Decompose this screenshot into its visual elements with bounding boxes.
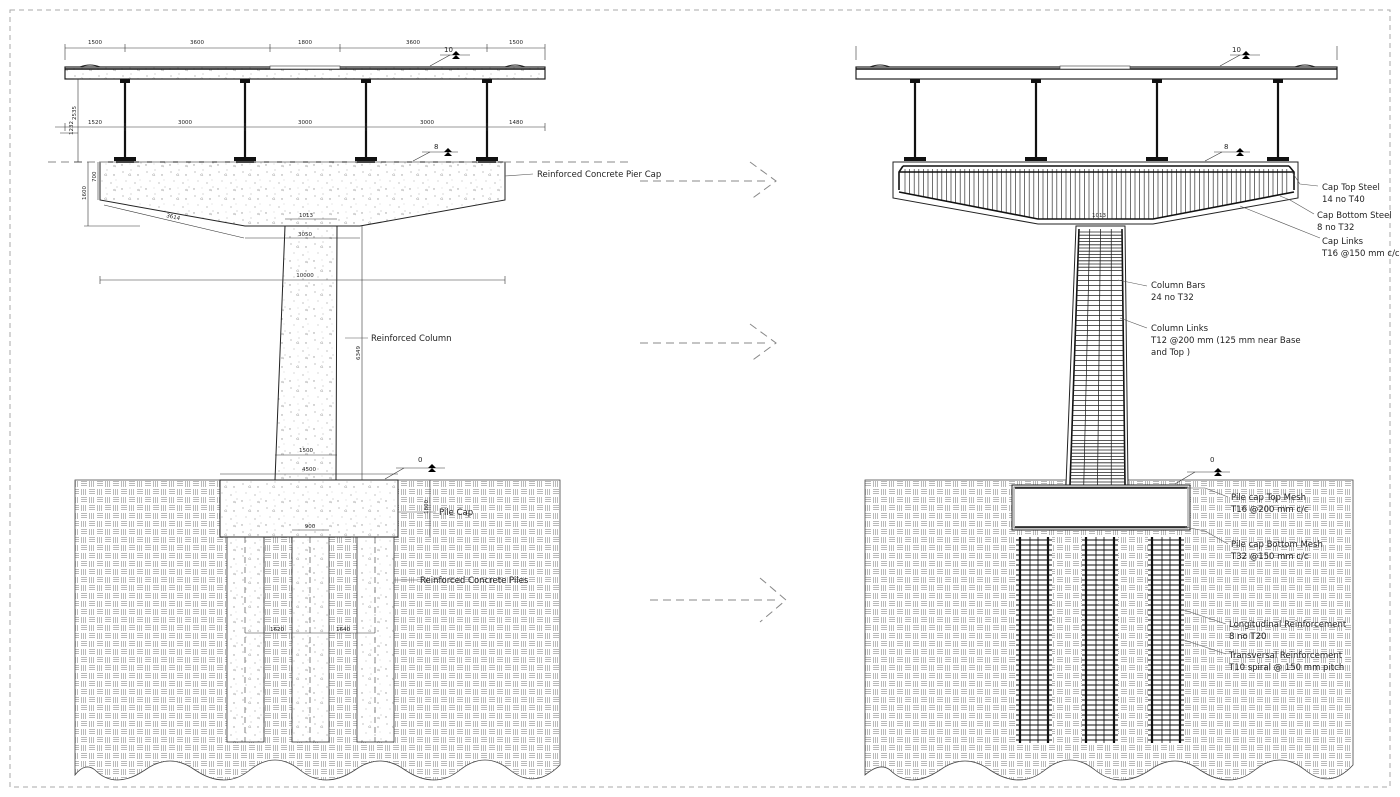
girders [114,79,498,163]
girder-dim-5: 1480 [509,120,523,126]
cap-top-steel-spec: 14 no T40 [1322,195,1365,205]
pile-cap-top-mesh-spec: T16 @200 mm c/c [1230,505,1309,515]
column-label: Reinforced Column [371,334,452,344]
arrow-piles [650,577,787,623]
pile-cap-top-mesh-title: Pile cap Top Mesh [1231,493,1306,503]
col-base-dim: 1500 [299,448,313,454]
pile-cap-level-marker-right: 0 [1174,456,1230,485]
cap-links [904,169,1288,219]
pile-spacing-dim-2: 1640 [336,627,350,633]
deck-dim-4: 3600 [406,40,420,46]
col-height-dim: 6349 [356,346,362,360]
left-elevation: 1500 3600 1800 3600 1500 10 1520 3000 30… [48,40,661,781]
column [274,225,338,481]
arrow-cap [640,161,777,201]
right-reinforcement: 10 8 0 1013 Cap Top Steel 14 no T40 Cap … [855,46,1400,781]
girder-dim-1: 1520 [88,120,102,126]
col-top-width-dim: 1013 [299,213,313,219]
column-bars [1069,228,1126,486]
column-links-note: and Top ) [1151,348,1190,358]
annotation-column-links: Column Links T12 @200 mm (125 mm near Ba… [1119,317,1301,358]
deck-dim-3: 1800 [298,40,312,46]
pile-longitudinal-spec: 8 no T20 [1229,632,1266,642]
cap-links-spec: T16 @150 mm c/c [1321,249,1400,259]
pile-cap-height-dim: 1800 [424,500,430,514]
column-links-title: Column Links [1151,324,1209,334]
cap-bottom-steel-title: Cap Bottom Steel [1317,211,1392,221]
annotation-pile-cap-top: Pile cap Top Mesh T16 @200 mm c/c [1185,487,1309,515]
deck-level-text: 10 [444,46,453,54]
cap-slope-dim: 3614 [166,213,181,222]
sheet-border [9,9,1391,788]
pile-cages [1016,537,1184,743]
annotation-pile-transversal: Transversal Reinforcement T10 spiral @ 1… [1183,639,1344,673]
pier-cap-reinforced [892,161,1299,225]
column-bars-title: Column Bars [1151,281,1206,291]
cap-top-steel-title: Cap Top Steel [1322,183,1380,193]
pile-transversal-spec: T10 spiral @ 150 mm pitch [1228,663,1344,673]
pile-dia-dim: 900 [305,524,316,530]
deck-level-text-right: 10 [1232,46,1241,54]
pile-cap-bottom-mesh-spec: T32 @150 mm c/c [1230,552,1309,562]
pile-spacing-dim-1: 1620 [270,627,284,633]
annotation-column-bars: Column Bars 24 no T32 [1117,279,1206,303]
pile-cap-level-marker: 0 [384,456,445,480]
deck-dim-1: 1500 [88,40,102,46]
bearing-height-dim: 2535 [72,106,78,120]
pile-longitudinal-title: Longitudinal Reinforcement [1229,620,1347,630]
pile-3 [356,536,395,743]
pile-2 [291,536,330,743]
column-bars-spec: 24 no T32 [1151,293,1194,303]
pile-cap-bottom-mesh-title: Pile cap Bottom Mesh [1231,540,1323,550]
pier-cap-label: Reinforced Concrete Pier Cap [537,170,661,180]
transition-arrows [640,161,787,623]
col-top-dim: 3050 [298,232,312,238]
col-top-dim-right: 1013 [1092,213,1106,219]
pile-cap-label: Pile Cap [439,508,473,518]
annotation-pile-longitudinal: Longitudinal Reinforcement 8 no T20 [1183,609,1347,642]
annotation-cap-top: Cap Top Steel 14 no T40 [1291,171,1380,205]
deck-level-marker: 10 [429,46,470,67]
deck-level-marker-right: 10 [1219,46,1260,67]
cap-edge-dim: 700 [92,171,98,182]
piles-label: Reinforced Concrete Piles [420,576,529,586]
girder-dim-3: 3000 [298,120,312,126]
arrow-column [640,323,777,363]
bearing-small-dim: 1232 [69,121,75,135]
cap-level-marker-right: 8 [1204,143,1250,162]
girders-right [904,79,1289,161]
pile-cap-level-text: 0 [418,456,422,464]
annotation-pile-cap-bottom: Pile cap Bottom Mesh T32 @150 mm c/c [1184,526,1323,562]
cap-level-marker: 8 [412,143,458,162]
column-links-spec: T12 @200 mm (125 mm near Base [1150,336,1301,346]
deck-dim-5: 1500 [509,40,523,46]
pile-cap-reinforced [1011,484,1191,531]
cap-length-dim: 10000 [296,273,314,279]
pile-cap-width-dim: 4500 [302,467,316,473]
girder-dim-2: 3000 [178,120,192,126]
pile-transversal-title: Transversal Reinforcement [1228,651,1343,661]
cap-links-title: Cap Links [1322,237,1364,247]
annotation-cap-links: Cap Links T16 @150 mm c/c [1239,205,1400,259]
girder-dim-4: 3000 [420,120,434,126]
deck-dim-2: 3600 [190,40,204,46]
pile-cap-level-text-right: 0 [1210,456,1214,464]
cap-level-text-right: 8 [1224,143,1228,151]
cap-level-text: 8 [434,143,438,151]
annotation-cap-bottom: Cap Bottom Steel 8 no T32 [1279,195,1392,233]
cap-total-height-dim: 1600 [82,186,88,200]
cap-bottom-steel-spec: 8 no T32 [1317,223,1354,233]
pile-1 [226,536,265,743]
